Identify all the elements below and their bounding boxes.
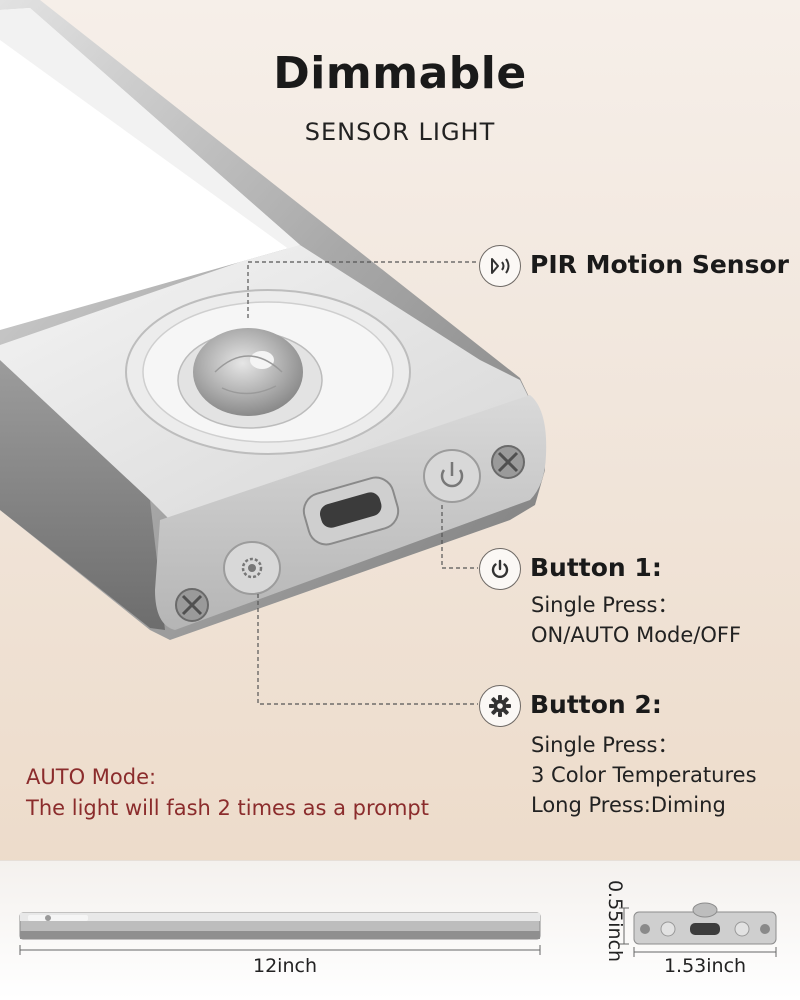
gear-icon bbox=[479, 685, 521, 727]
button2-description: Single Press： 3 Color Temperatures Long … bbox=[531, 730, 757, 820]
button2-line-2: 3 Color Temperatures bbox=[531, 763, 757, 787]
button1-line-1: Single Press： bbox=[531, 593, 679, 617]
auto-mode-note: AUTO Mode: The light will fash 2 times a… bbox=[26, 762, 429, 824]
button2-line-3: Long Press:Diming bbox=[531, 793, 726, 817]
page-subtitle: SENSOR LIGHT bbox=[304, 118, 496, 146]
button1-line-2: ON/AUTO Mode/OFF bbox=[531, 623, 742, 647]
product-illustration bbox=[0, 0, 547, 705]
length-label: 12inch bbox=[253, 955, 317, 977]
page-title: Dimmable bbox=[273, 48, 527, 99]
height-label: 0.55inch bbox=[604, 879, 626, 963]
width-label: 1.53inch bbox=[663, 955, 747, 977]
auto-mode-text: The light will fash 2 times as a prompt bbox=[26, 796, 429, 820]
button2-title: Button 2: bbox=[530, 690, 662, 719]
button1-description: Single Press： ON/AUTO Mode/OFF bbox=[531, 590, 741, 650]
motion-sensor-icon bbox=[479, 245, 521, 287]
button1-title: Button 1: bbox=[530, 553, 662, 582]
auto-mode-title: AUTO Mode: bbox=[26, 765, 157, 789]
button2-line-1: Single Press： bbox=[531, 733, 679, 757]
pir-sensor-label: PIR Motion Sensor bbox=[530, 250, 789, 279]
dimension-diagram bbox=[19, 902, 777, 957]
power-icon bbox=[479, 548, 521, 590]
